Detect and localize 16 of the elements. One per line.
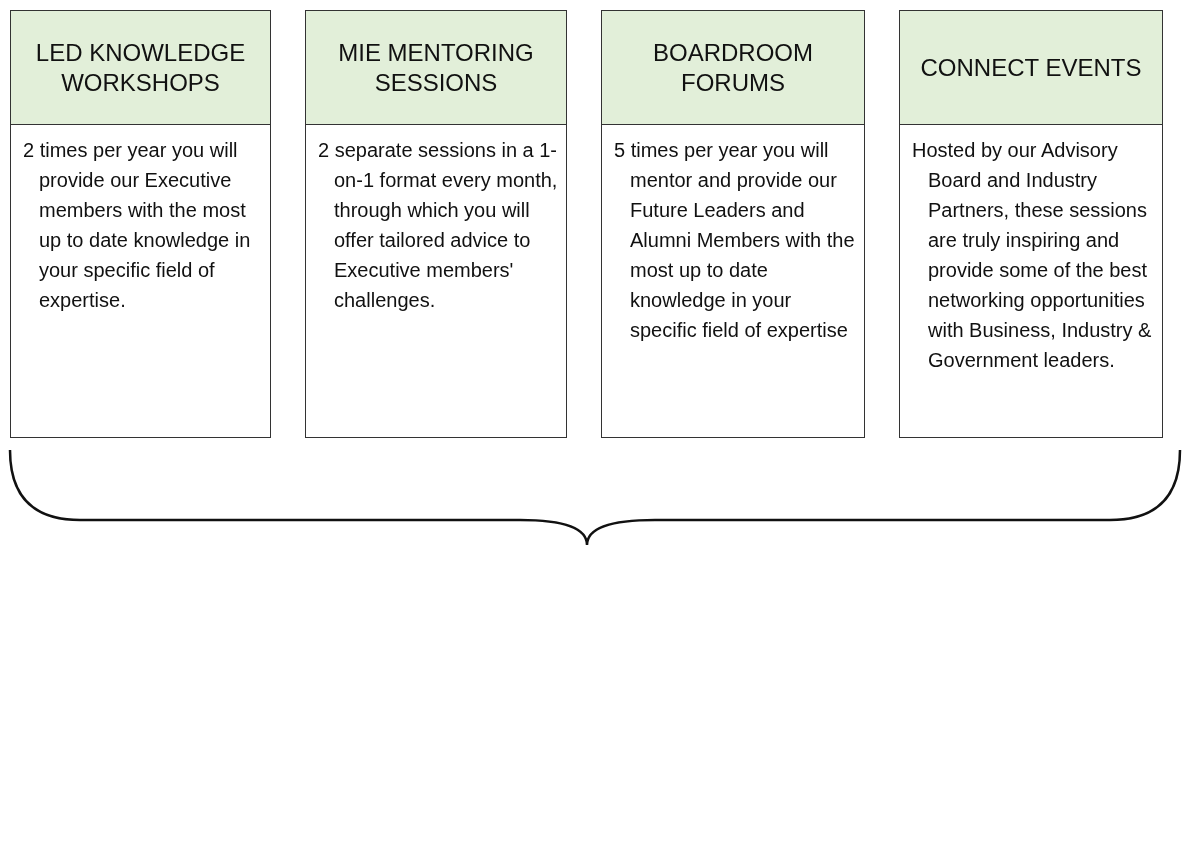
description-box — [10, 124, 271, 438]
column-heading: BOARDROOM FORUMS — [652, 37, 814, 98]
header-box — [601, 10, 865, 125]
column-heading: MIE MENTORING SESSIONS — [337, 37, 535, 98]
header-box — [10, 10, 271, 125]
header-box — [305, 10, 567, 125]
description-text: 2 times per year you will provide our Executive members with the most up to date knowledge in your specific field of expertise. — [22, 138, 252, 313]
description-box — [305, 124, 567, 438]
header-box — [899, 10, 1163, 125]
description-text: 2 separate sessions in a 1-on-1 format every month, through which you will offer tailored advice to Executive members' challenges. — [317, 138, 559, 313]
description-box — [899, 124, 1163, 438]
column-heading: LED KNOWLEDGE WORKSHOPS — [34, 37, 247, 98]
column-heading: CONNECT EVENTS — [920, 52, 1142, 83]
description-text: Hosted by our Advisory Board and Industry Partners, these sessions are truly inspiring and provide some of the best networking opportunities with Business, Industry & Government leaders. — [911, 138, 1153, 373]
description-text: 5 times per year you will mentor and provide our Future Leaders and Alumni Members with the most up to date knowledge in your specific field of expertise — [613, 138, 856, 343]
description-box — [601, 124, 865, 438]
